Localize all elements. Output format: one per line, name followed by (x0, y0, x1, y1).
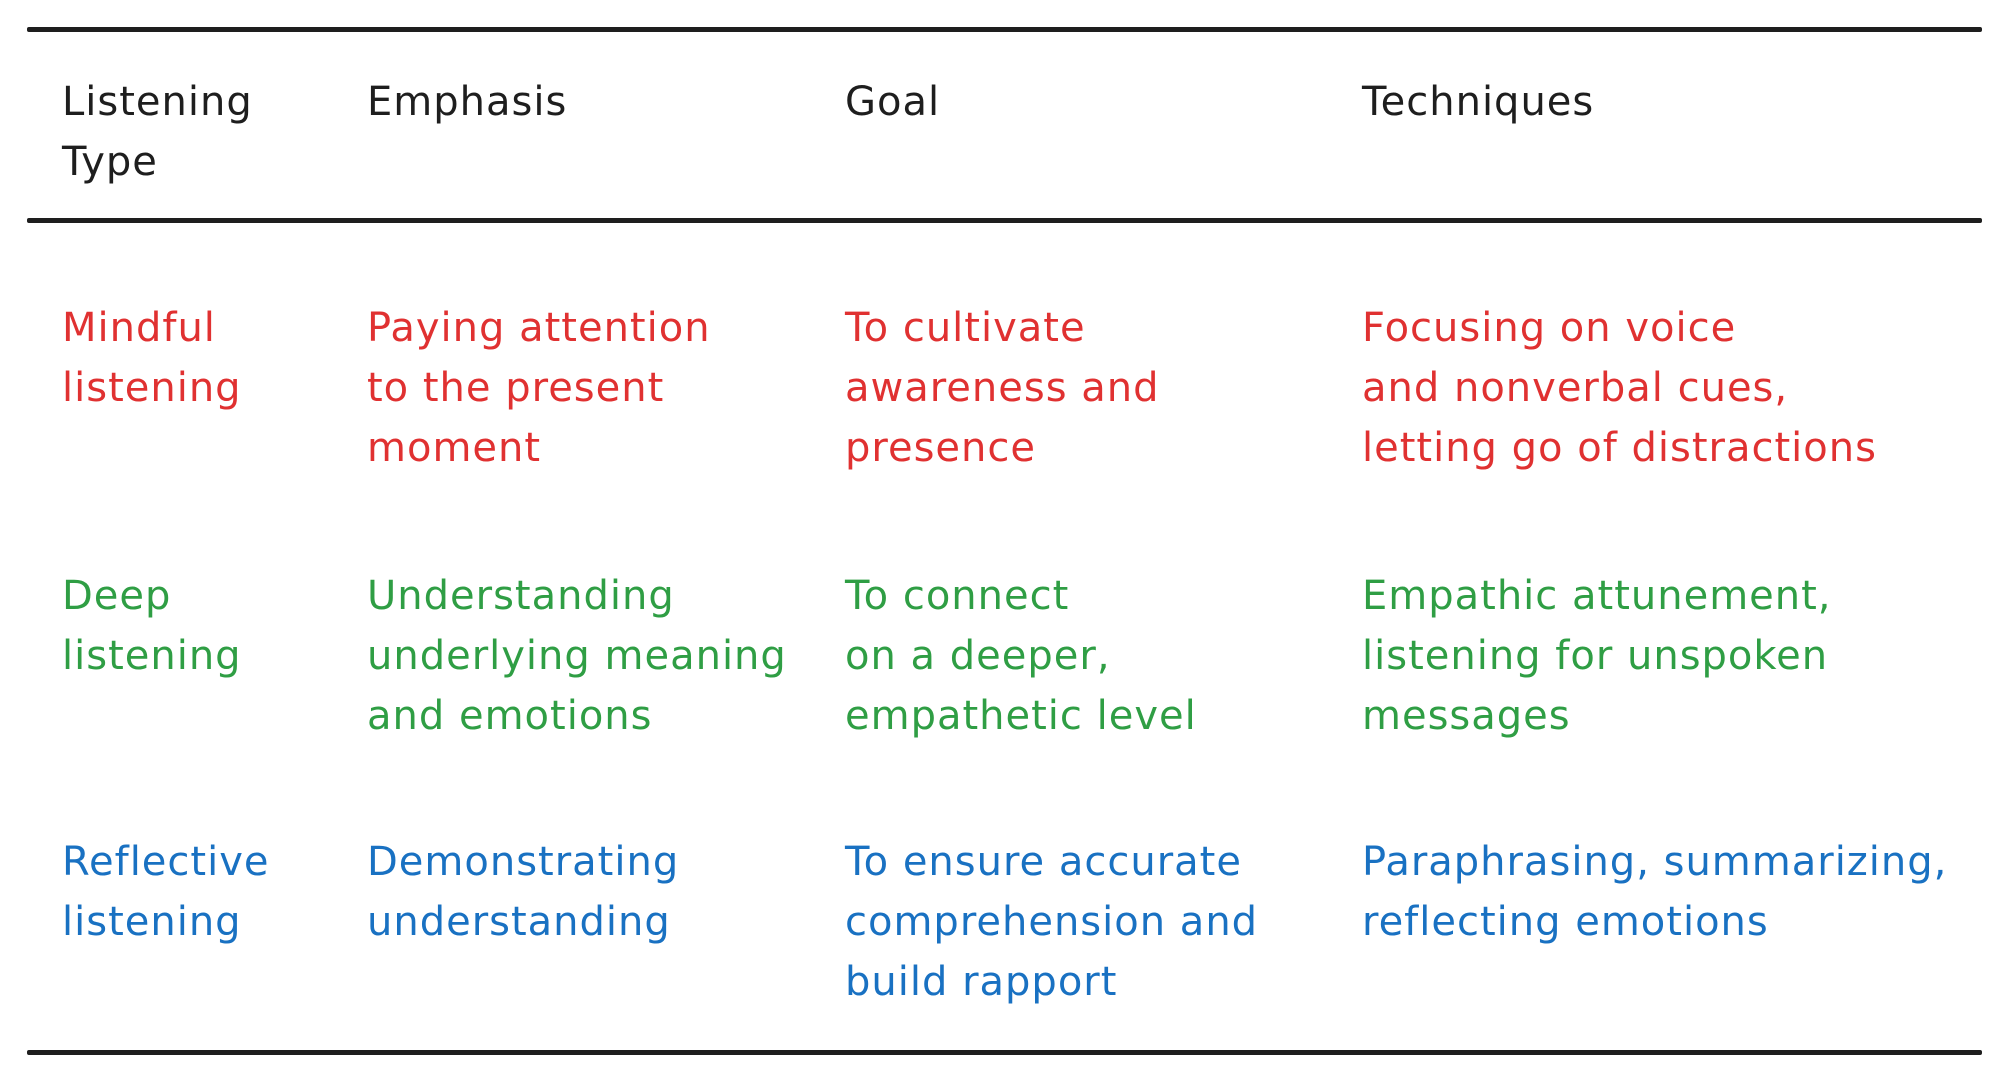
header-techniques: Techniques (1362, 79, 1595, 125)
table-top-rule (27, 27, 1982, 32)
cell-techniques: Empathic attunement, listening for unspo… (1362, 573, 1832, 739)
table-bottom-rule (27, 1050, 1982, 1055)
cell-emphasis: Understanding underlying meaning and emo… (367, 573, 787, 739)
cell-goal: To cultivate awareness and presence (845, 305, 1160, 471)
cell-emphasis: Demonstrating understanding (367, 839, 680, 945)
cell-goal: To ensure accurate comprehension and bui… (845, 839, 1259, 1005)
cell-emphasis: Paying attention to the present moment (367, 305, 711, 471)
table-header-rule (27, 218, 1982, 223)
cell-listening-type: Reflective listening (62, 839, 270, 945)
header-goal: Goal (845, 79, 941, 125)
cell-goal: To connect on a deeper, empathetic level (845, 573, 1197, 739)
cell-listening-type: Mindful listening (62, 305, 242, 411)
cell-techniques: Paraphrasing, summarizing, reflecting em… (1362, 839, 1948, 945)
header-listening-type: Listening Type (62, 79, 253, 185)
cell-techniques: Focusing on voice and nonverbal cues, le… (1362, 305, 1877, 471)
header-emphasis: Emphasis (367, 79, 568, 125)
cell-listening-type: Deep listening (62, 573, 242, 679)
